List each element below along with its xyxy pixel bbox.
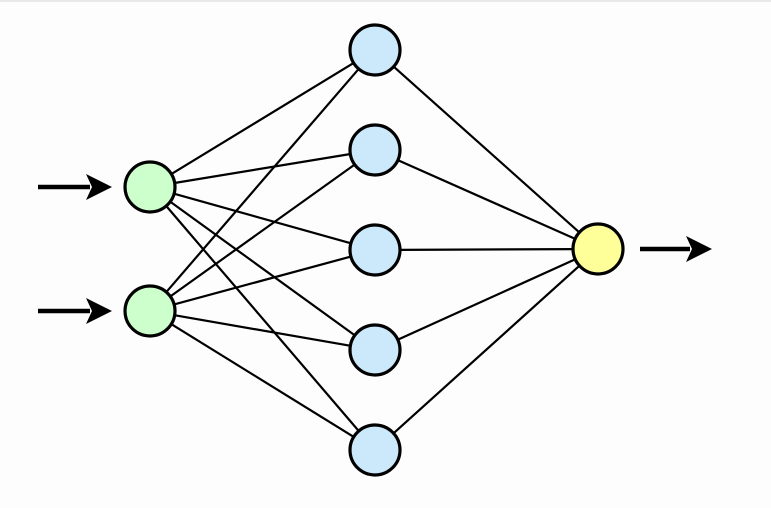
node-h4[interactable] <box>348 323 402 377</box>
edge-h4-o1 <box>395 257 578 342</box>
edge-i1-h3 <box>172 192 353 245</box>
output-arrow-head-icon <box>686 236 712 262</box>
edge-h1-o1 <box>391 64 582 235</box>
node-h3[interactable] <box>348 223 402 277</box>
input-arrow-top <box>38 174 112 200</box>
node-circle-h1[interactable] <box>348 23 402 77</box>
input-arrow-bottom <box>38 298 112 324</box>
edge-h2-o1 <box>395 158 578 241</box>
node-circle-i2[interactable] <box>123 284 177 338</box>
nodes-group <box>123 23 625 477</box>
node-circle-h3[interactable] <box>348 223 402 277</box>
edge-h5-o1 <box>391 263 582 436</box>
node-circle-i1[interactable] <box>123 160 177 214</box>
node-circle-h2[interactable] <box>348 123 402 177</box>
node-o1[interactable] <box>571 222 625 276</box>
edge-i1-h4 <box>168 199 357 338</box>
node-circle-h5[interactable] <box>348 423 402 477</box>
input-arrow-top-head-icon <box>86 174 112 200</box>
edge-i1-h1 <box>169 61 356 176</box>
edge-i1-h2 <box>172 152 353 185</box>
top-divider <box>0 0 771 2</box>
edges-group <box>164 61 582 439</box>
edge-i2-h3 <box>172 255 353 306</box>
node-h5[interactable] <box>348 423 402 477</box>
edge-i2-h1 <box>164 67 361 294</box>
node-circle-o1[interactable] <box>571 222 625 276</box>
node-h1[interactable] <box>348 23 402 77</box>
node-h2[interactable] <box>348 123 402 177</box>
arrows-group <box>38 174 712 324</box>
node-circle-h4[interactable] <box>348 323 402 377</box>
edge-i2-h2 <box>168 162 357 299</box>
node-i2[interactable] <box>123 284 177 338</box>
edge-i2-h4 <box>172 313 353 348</box>
input-arrow-bottom-head-icon <box>86 298 112 324</box>
edge-i2-h5 <box>169 322 356 439</box>
edge-i1-h5 <box>164 204 361 433</box>
output-arrow <box>640 236 712 262</box>
node-i1[interactable] <box>123 160 177 214</box>
edge-h3-o1 <box>397 248 576 251</box>
